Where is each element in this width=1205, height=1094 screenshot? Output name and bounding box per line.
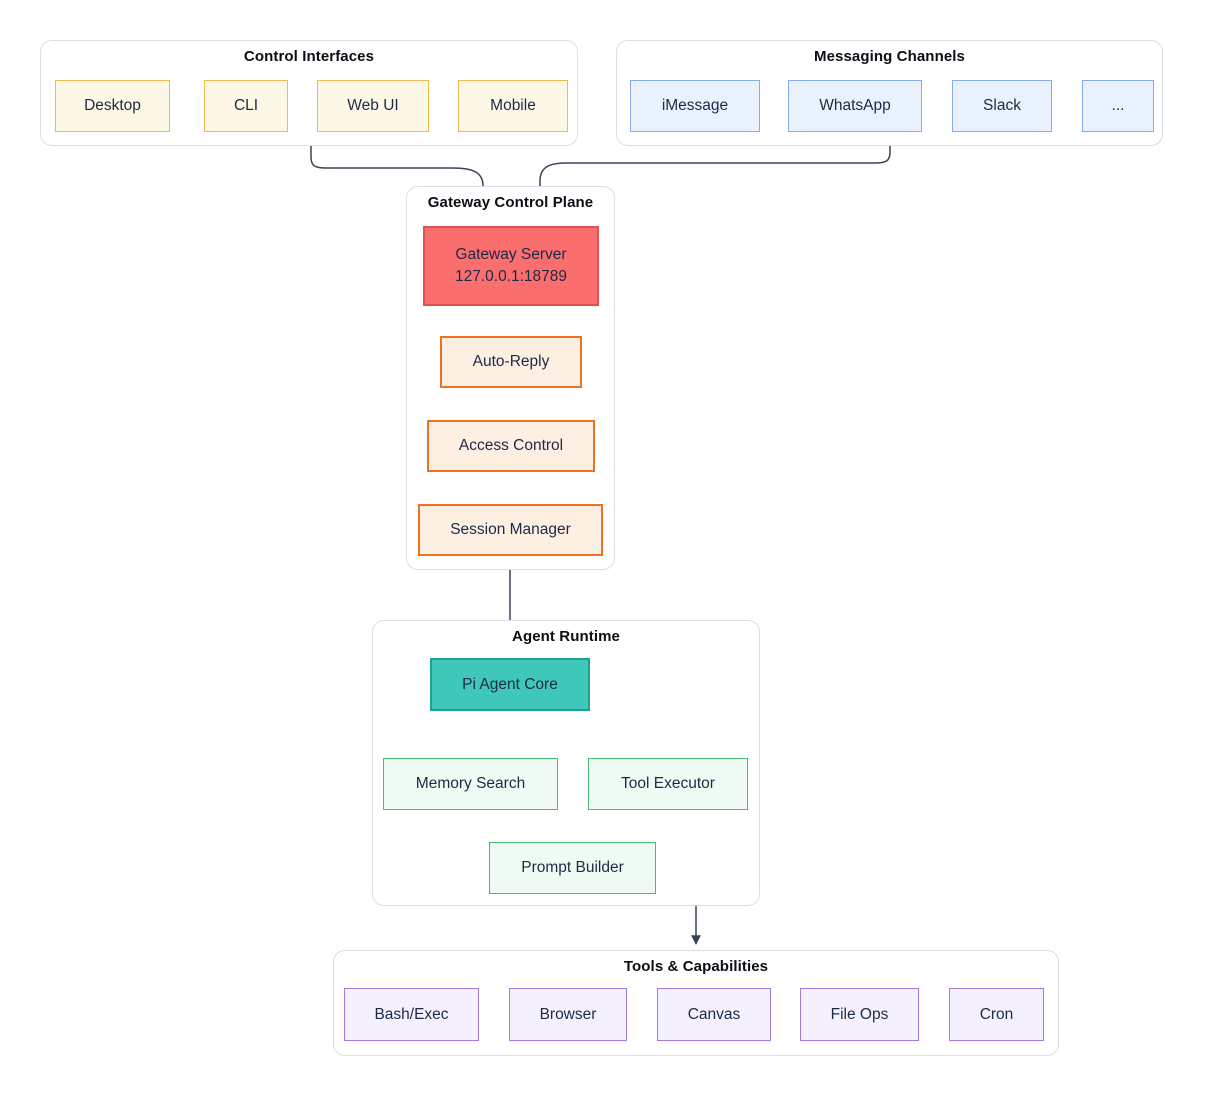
node-label: Mobile xyxy=(490,97,536,115)
node-mobile: Mobile xyxy=(458,80,568,132)
node-label: Bash/Exec xyxy=(374,1005,449,1023)
node-bash-exec: Bash/Exec xyxy=(344,988,479,1041)
node-cli: CLI xyxy=(204,80,288,132)
node-sublabel: 127.0.0.1:18789 xyxy=(454,268,568,285)
node-tool-executor: Tool Executor xyxy=(588,758,748,810)
node-label: Desktop xyxy=(84,97,141,115)
group-title-gateway-control-plane: Gateway Control Plane xyxy=(427,194,594,211)
node-whatsapp: WhatsApp xyxy=(788,80,922,132)
node-label: CLI xyxy=(233,97,259,115)
node-label: Gateway Server xyxy=(455,246,567,264)
node-label: File Ops xyxy=(830,1005,889,1023)
node-file-ops: File Ops xyxy=(800,988,919,1041)
group-title-control-interfaces: Control Interfaces xyxy=(243,48,375,65)
node-label: Tool Executor xyxy=(621,775,715,793)
node-access-control: Access Control xyxy=(427,420,595,472)
node-label: Slack xyxy=(983,97,1021,115)
group-title-messaging-channels: Messaging Channels xyxy=(813,48,965,65)
node-label: Browser xyxy=(539,1005,597,1023)
node-label: Auto-Reply xyxy=(472,353,550,371)
node-cron: Cron xyxy=(949,988,1044,1041)
node-web-ui: Web UI xyxy=(317,80,429,132)
node-slack: Slack xyxy=(952,80,1052,132)
node-label: iMessage xyxy=(661,97,729,115)
node-label: Web UI xyxy=(347,97,399,115)
node-label: Pi Agent Core xyxy=(462,675,558,693)
node-imessage: iMessage xyxy=(630,80,760,132)
node-label: Cron xyxy=(979,1005,1014,1023)
node-session-manager: Session Manager xyxy=(418,504,603,556)
node-label: Access Control xyxy=(458,437,564,455)
group-title-tools-capabilities: Tools & Capabilities xyxy=(623,958,769,975)
node-browser: Browser xyxy=(509,988,627,1041)
node-prompt-builder: Prompt Builder xyxy=(489,842,656,894)
node-label: ... xyxy=(1111,97,1125,115)
node-gateway-server: Gateway Server 127.0.0.1:18789 xyxy=(423,226,599,306)
node-label: Canvas xyxy=(687,1005,741,1023)
node-label: Prompt Builder xyxy=(521,859,624,877)
node-pi-agent-core: Pi Agent Core xyxy=(430,658,590,711)
group-title-agent-runtime: Agent Runtime xyxy=(512,628,620,645)
node-label: Memory Search xyxy=(415,775,526,793)
node-memory-search: Memory Search xyxy=(383,758,558,810)
node-label: Session Manager xyxy=(450,521,571,539)
node-label: WhatsApp xyxy=(819,97,891,115)
node-auto-reply: Auto-Reply xyxy=(440,336,582,388)
node-more-channels: ... xyxy=(1082,80,1154,132)
node-canvas: Canvas xyxy=(657,988,771,1041)
node-desktop: Desktop xyxy=(55,80,170,132)
